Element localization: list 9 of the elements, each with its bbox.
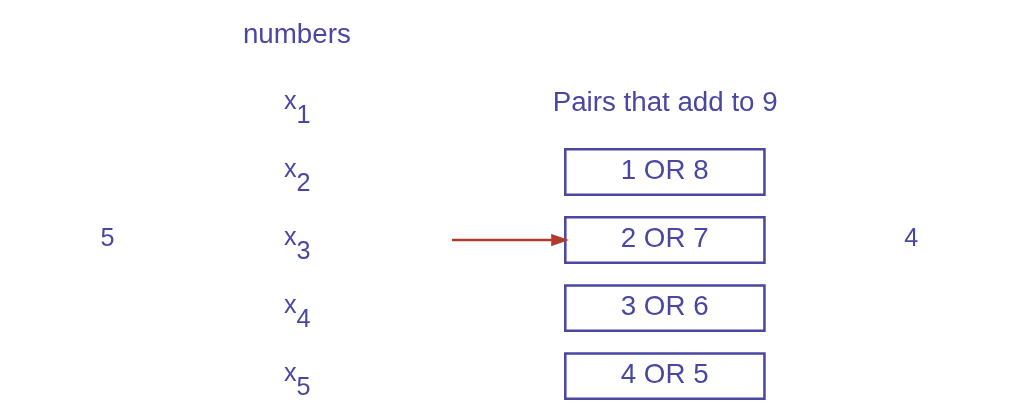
- label: Pairs that add to 9: [552, 85, 778, 117]
- arrow: [452, 233, 569, 247]
- node-box: 3 OR 6: [564, 284, 766, 333]
- label: 5: [100, 223, 115, 252]
- label: 4: [904, 223, 919, 252]
- node-box: 2 OR 7: [564, 216, 766, 264]
- node-box: 1 OR 8: [564, 148, 766, 196]
- label: numbers: [242, 17, 351, 49]
- node-box: 4 OR 5: [564, 352, 766, 401]
